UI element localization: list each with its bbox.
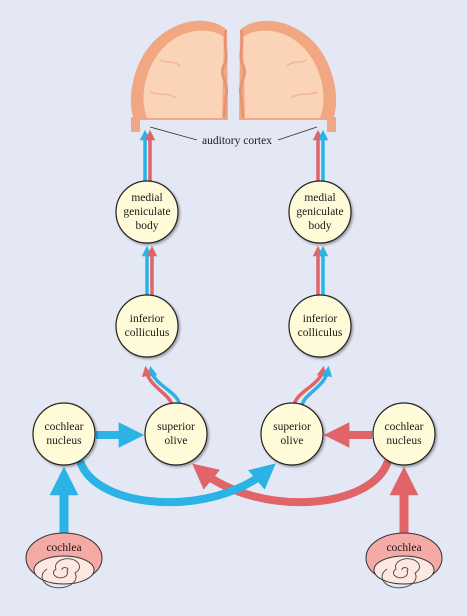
cochlea-left-label: cochlea: [46, 542, 81, 554]
auditory-cortex-label: auditory cortex: [202, 135, 272, 147]
cochlea-left-spiral: [41, 558, 80, 589]
left-nucleus-to-right-superior-arrow: [76, 459, 276, 507]
cochlea-right: cochlea: [365, 532, 443, 589]
brain-cortex: [128, 20, 342, 132]
cochlea-left: cochlea: [25, 532, 103, 589]
right-superior-to-inferior-blue: [300, 365, 333, 408]
left-superior-to-inferior-blue: [147, 365, 182, 408]
cochlea-right-spiral: [381, 558, 420, 589]
right-nucleus-to-left-superior-arrow: [192, 459, 392, 507]
pathways: [49, 129, 419, 540]
cochlea-right-label: cochlea: [386, 542, 421, 554]
right-superior-to-inferior-red: [292, 365, 327, 408]
cortex-leader-lines: [149, 126, 318, 141]
